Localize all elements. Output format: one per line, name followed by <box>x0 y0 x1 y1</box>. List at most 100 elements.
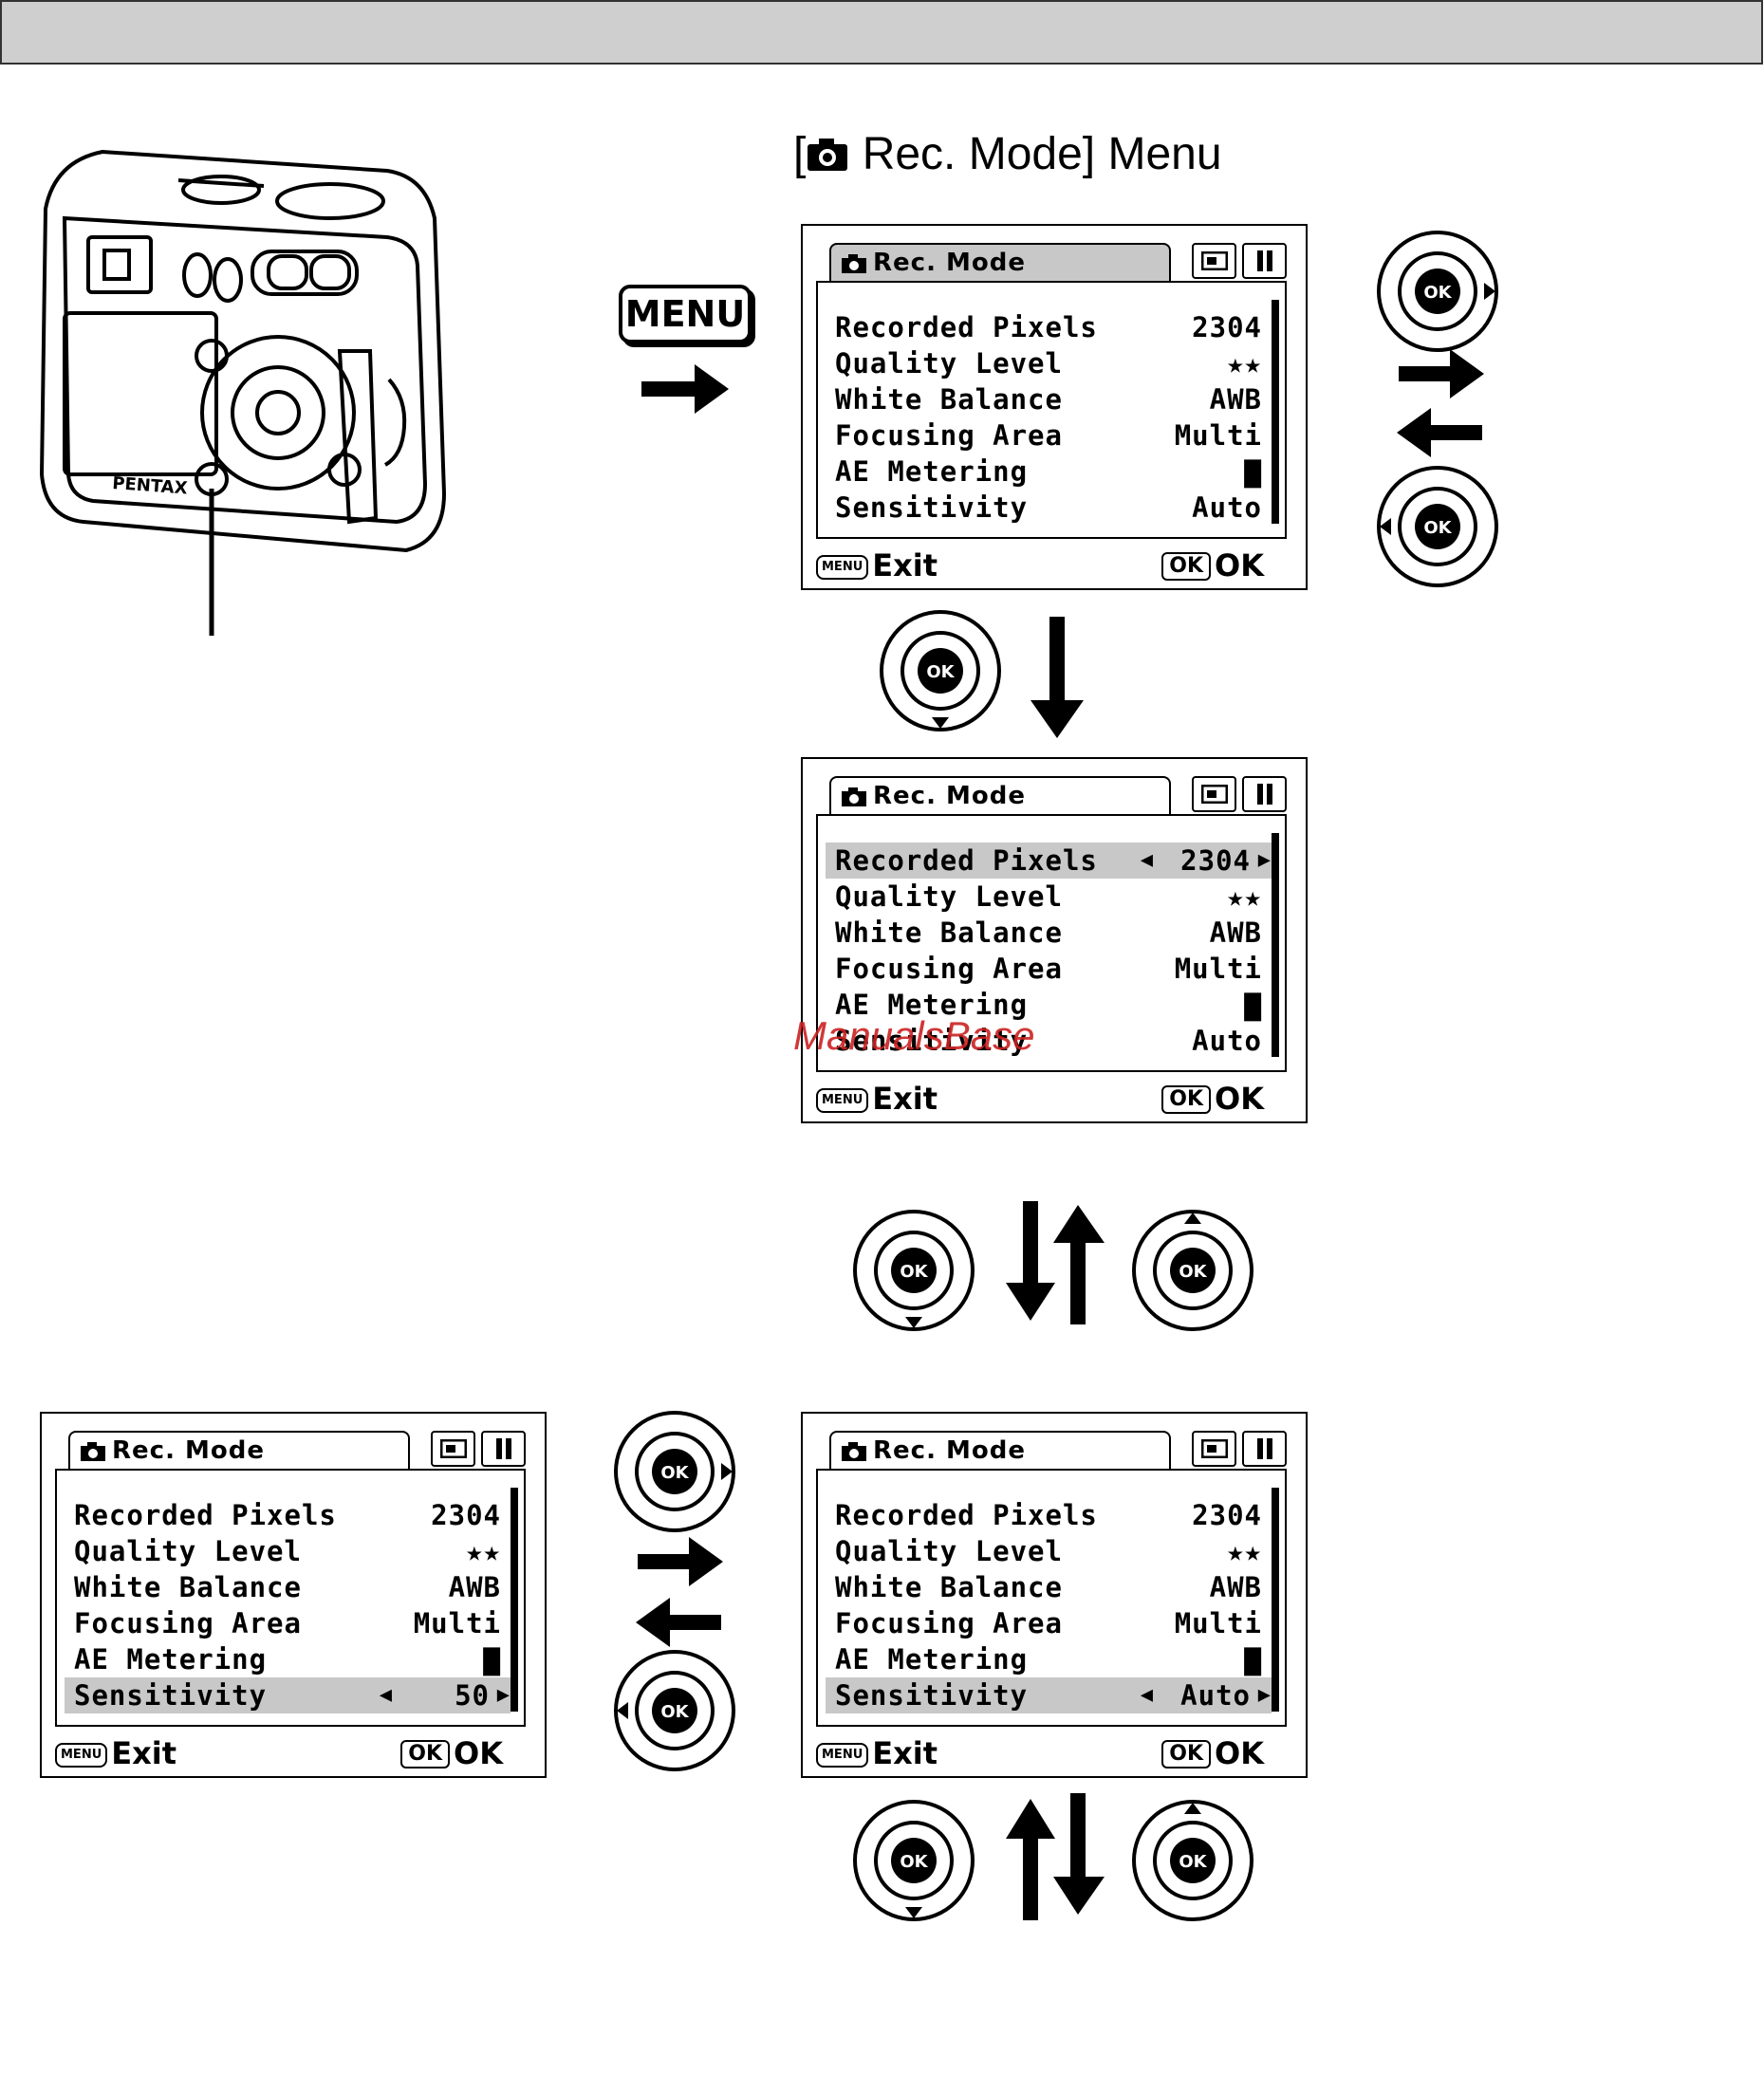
wrench-icon <box>1256 250 1272 271</box>
page-title: [ Rec. Mode] Menu <box>793 128 1222 180</box>
left-triangle-icon[interactable]: ◀ <box>1140 848 1154 872</box>
camera-icon <box>842 787 866 806</box>
left-triangle-icon[interactable]: ◀ <box>379 1683 393 1707</box>
dpad-down-icon: OK <box>853 1800 975 1921</box>
tab-setup[interactable] <box>1242 776 1287 812</box>
up-down-arrows-icon <box>1006 1201 1105 1324</box>
tab-playback[interactable] <box>1192 243 1236 279</box>
menu-row-ae-metering[interactable]: AE Metering▇ <box>835 1643 1262 1676</box>
camera-icon <box>808 139 848 171</box>
tab-setup[interactable] <box>481 1431 526 1467</box>
menu-row-ae-metering[interactable]: AE Metering▇ <box>74 1643 501 1676</box>
up-down-arrows-icon <box>1006 1793 1105 1920</box>
svg-text:OK: OK <box>1179 1262 1207 1282</box>
camera-icon <box>842 1442 866 1461</box>
tab-playback[interactable] <box>1192 1431 1236 1467</box>
menu-row-sensitivity[interactable]: Sensitivity◀Auto▶ <box>826 1677 1272 1713</box>
wrench-icon <box>1256 1438 1272 1459</box>
tab-rec-mode[interactable]: Rec. Mode <box>829 243 1171 281</box>
tab-rec-mode[interactable]: Rec. Mode <box>829 1431 1171 1469</box>
dpad-up-icon: OK <box>1132 1800 1253 1921</box>
rec-mode-screen-2: Rec. Mode Recorded Pixels◀2304▶ Quality … <box>801 757 1308 1123</box>
tabs-right <box>1192 243 1287 279</box>
scrollbar[interactable] <box>511 1488 518 1712</box>
tab-label: Rec. Mode <box>873 782 1026 810</box>
scrollbar[interactable] <box>1272 1488 1279 1712</box>
right-arrow-icon <box>638 1537 723 1586</box>
wrench-icon <box>1256 784 1272 805</box>
menu-row-quality-level[interactable]: Quality Level★★ <box>835 880 1262 913</box>
menu-row-sensitivity[interactable]: Sensitivity◀50▶ <box>65 1677 511 1713</box>
tab-setup[interactable] <box>1242 243 1287 279</box>
dpad-right-icon: OK <box>1377 231 1498 352</box>
heading-bracket: [ <box>793 129 807 179</box>
right-triangle-icon[interactable]: ▶ <box>496 1683 511 1707</box>
tabs-right <box>1192 1431 1287 1467</box>
menu-row-ae-metering[interactable]: AE Metering▇ <box>835 455 1262 488</box>
dpad-left-icon: OK <box>1377 466 1498 587</box>
dpad-left-icon: OK <box>614 1650 735 1771</box>
camera-icon <box>81 1442 105 1461</box>
dpad-right-icon: OK <box>614 1411 735 1532</box>
svg-text:OK: OK <box>1179 1852 1207 1872</box>
left-arrow-icon <box>1397 408 1482 457</box>
playback-icon <box>1200 785 1228 804</box>
left-triangle-icon[interactable]: ◀ <box>1140 1683 1154 1707</box>
right-arrow-icon <box>641 364 729 414</box>
tab-rec-mode[interactable]: Rec. Mode <box>68 1431 410 1469</box>
down-arrow-icon <box>1031 617 1084 738</box>
scrollbar[interactable] <box>1272 833 1279 1057</box>
playback-icon <box>1200 1439 1228 1458</box>
svg-text:OK: OK <box>1423 518 1452 538</box>
svg-text:OK: OK <box>900 1852 928 1872</box>
menu-row-quality-level[interactable]: Quality Level★★ <box>835 347 1262 380</box>
dpad-down-icon: OK <box>880 610 1001 731</box>
tabs-right <box>1192 776 1287 812</box>
right-triangle-icon[interactable]: ▶ <box>1257 1683 1272 1707</box>
right-triangle-icon[interactable]: ▶ <box>1257 848 1272 872</box>
dpad-up-icon: OK <box>1132 1210 1253 1331</box>
watermark: ManualsBase <box>793 1013 1035 1058</box>
tab-setup[interactable] <box>1242 1431 1287 1467</box>
header-bar <box>0 0 1763 65</box>
tab-label: Rec. Mode <box>873 249 1026 277</box>
menu-row-quality-level[interactable]: Quality Level★★ <box>74 1535 501 1567</box>
tab-label: Rec. Mode <box>112 1436 265 1465</box>
svg-text:OK: OK <box>660 1702 689 1722</box>
tab-playback[interactable] <box>431 1431 475 1467</box>
dpad-down-icon: OK <box>853 1210 975 1331</box>
right-arrow-icon <box>1399 349 1484 398</box>
menu-row-quality-level[interactable]: Quality Level★★ <box>835 1535 1262 1567</box>
tab-playback[interactable] <box>1192 776 1236 812</box>
menu-row-ae-metering[interactable]: AE Metering▇ <box>835 989 1262 1021</box>
menu-button: MENU <box>619 285 752 343</box>
tab-rec-mode[interactable]: Rec. Mode <box>829 776 1171 814</box>
scrollbar[interactable] <box>1272 300 1279 524</box>
menu-row-recorded-pixels[interactable]: Recorded Pixels◀2304▶ <box>826 843 1272 879</box>
